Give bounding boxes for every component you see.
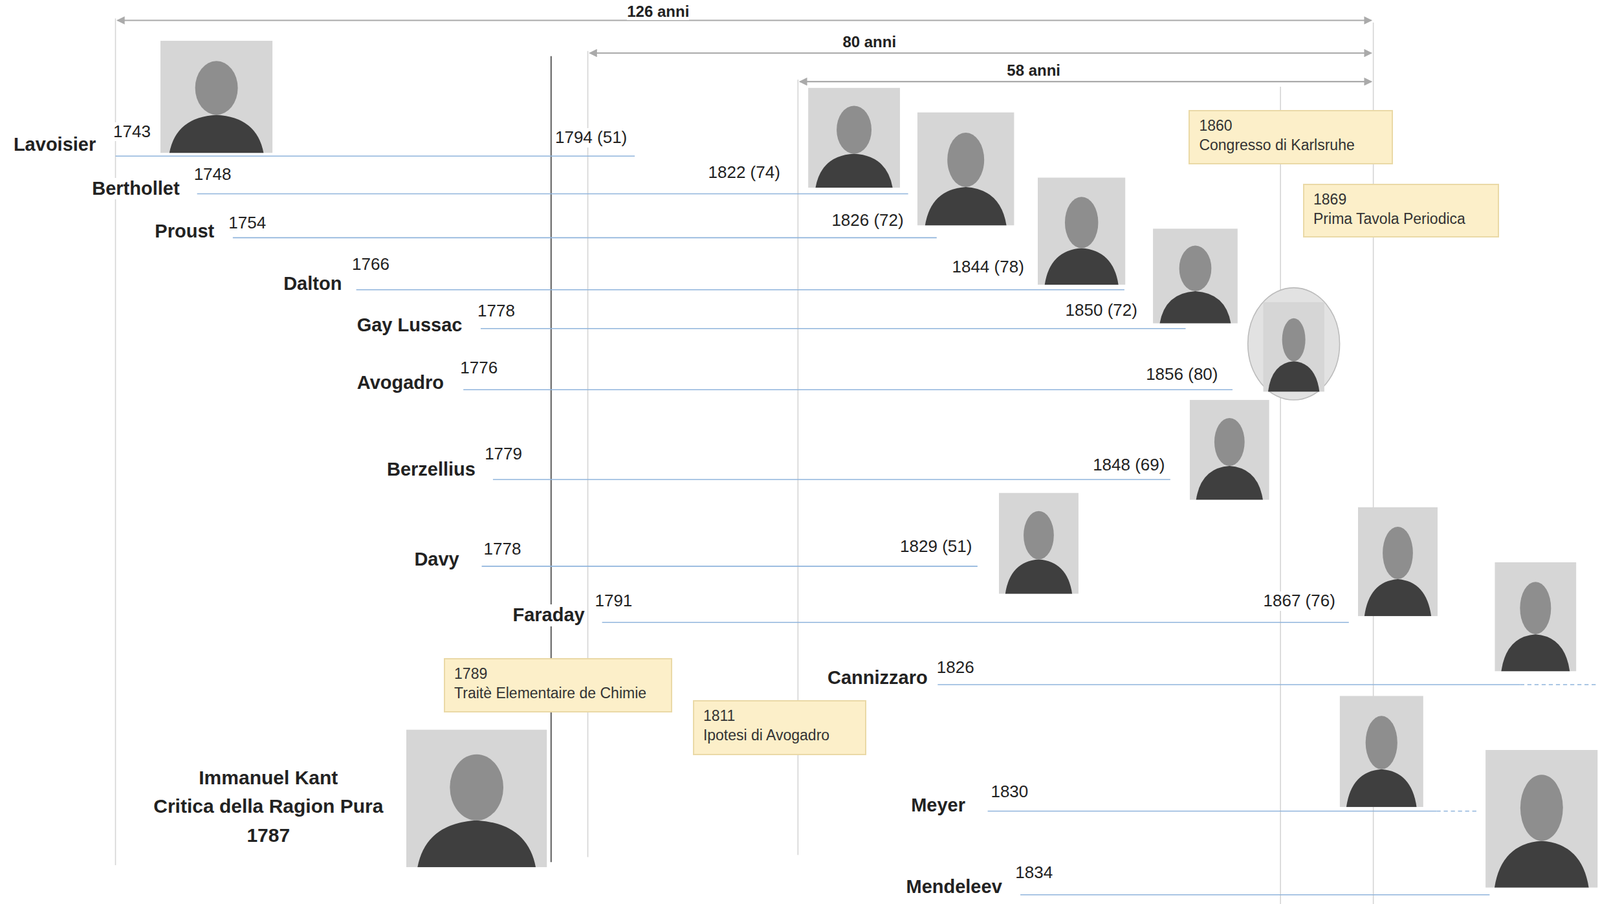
event-box: 1811Ipotesi di Avogadro: [692, 700, 867, 756]
span-arrows: [117, 20, 1372, 83]
year-label: 1830: [990, 782, 1029, 802]
event-text: Congresso di Karlsruhe: [1198, 135, 1382, 156]
scientist-name: Davy: [414, 548, 459, 570]
year-label: 1844 (78): [951, 257, 1024, 277]
year-label: 1791: [594, 591, 633, 611]
span-label: 126 anni: [626, 2, 690, 21]
scientist-name: Proust: [154, 220, 215, 242]
year-label: 1826 (72): [831, 210, 904, 231]
year-label: 1848 (69): [1092, 455, 1165, 475]
kant-label: 1787: [246, 824, 290, 847]
event-text: Traitè Elementaire de Chimie: [454, 683, 662, 704]
scientist-name: Faraday: [512, 604, 585, 626]
event-text: Prima Tavola Periodica: [1313, 209, 1489, 230]
event-year: 1869: [1313, 190, 1489, 210]
scientist-name: Meyer: [910, 794, 966, 816]
event-box: 1860Congresso di Karlsruhe: [1188, 109, 1393, 165]
event-box: 1789Traitè Elementaire de Chimie: [443, 657, 673, 713]
vertical-guides: [115, 18, 1374, 904]
year-label: 1834: [1015, 863, 1053, 883]
scientist-name: Avogadro: [357, 372, 444, 394]
year-label: 1794 (51): [555, 128, 627, 148]
event-year: 1860: [1198, 116, 1382, 136]
year-label: 1778: [483, 539, 522, 559]
year-label: 1822 (74): [708, 163, 781, 183]
year-label: 1776: [460, 358, 498, 378]
kant-label: Immanuel Kant: [198, 766, 338, 790]
year-label: 1779: [484, 444, 523, 464]
year-label: 1826: [936, 657, 975, 678]
year-label: 1829 (51): [899, 536, 972, 557]
year-label: 1748: [194, 164, 232, 185]
year-label: 1743: [113, 122, 151, 142]
scientist-name: Berthollet: [91, 177, 180, 200]
scientist-name: Berzellius: [386, 458, 476, 481]
kant-marker: [550, 56, 552, 863]
scientist-name: Mendeleev: [905, 876, 1002, 898]
event-box: 1869Prima Tavola Periodica: [1303, 183, 1500, 239]
scientist-name: Gay Lussac: [357, 314, 463, 336]
event-year: 1789: [454, 664, 662, 684]
life-lines: [115, 155, 1599, 895]
span-label: 58 anni: [1006, 61, 1061, 80]
span-label: 80 anni: [842, 32, 897, 52]
year-label: 1850 (72): [1065, 300, 1138, 321]
scientist-name: Cannizzaro: [827, 667, 928, 689]
event-text: Ipotesi di Avogadro: [703, 725, 856, 746]
year-label: 1766: [351, 254, 390, 275]
year-label: 1867 (76): [1263, 591, 1336, 611]
portraits: [160, 40, 1599, 888]
scientist-name: Lavoisier: [13, 133, 96, 156]
year-label: 1856 (80): [1145, 364, 1218, 385]
year-label: 1778: [477, 301, 516, 321]
kant-label: Critica della Ragion Pura: [153, 795, 384, 818]
event-year: 1811: [703, 706, 856, 726]
year-label: 1754: [228, 213, 266, 233]
scientist-name: Dalton: [283, 273, 342, 295]
